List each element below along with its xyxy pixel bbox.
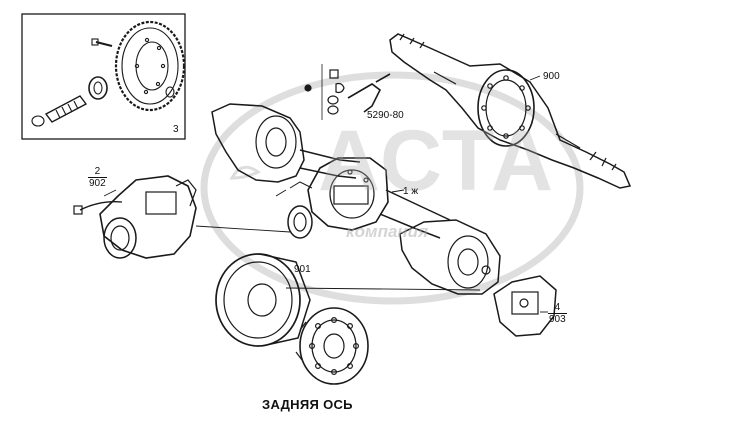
diagram-caption: ЗАДНЯЯ ОСЬ — [262, 397, 353, 412]
callout-900: 900 — [543, 71, 560, 82]
watermark-brand: АСТА — [318, 113, 556, 209]
callout-4-903: 4 903 — [548, 302, 567, 325]
wheel-hub — [295, 307, 369, 385]
differential-carrier-902 — [73, 175, 197, 259]
bracket-903 — [493, 275, 557, 337]
callout-1: 1 ж — [403, 186, 419, 197]
leader-lines — [103, 75, 548, 313]
callout-2-902: 2 902 — [88, 166, 107, 189]
callout-5290-80: 5290-80 — [367, 110, 404, 121]
callout-903-number: 903 — [549, 314, 566, 325]
callout-3: 3 — [173, 124, 179, 135]
inset-ring-gear-pinion — [21, 13, 186, 140]
axle-housing-900 — [389, 33, 632, 189]
callout-2-number: 2 — [88, 166, 107, 178]
callout-901: 901 — [294, 264, 311, 275]
tandem-axle-assembly — [211, 103, 501, 295]
watermark-subtitle: компания — [346, 222, 429, 241]
brake-drum-901 — [215, 253, 311, 347]
callout-902-number: 902 — [89, 178, 106, 189]
callout-4-number: 4 — [548, 302, 567, 314]
fastener-set-5290 — [304, 64, 391, 120]
